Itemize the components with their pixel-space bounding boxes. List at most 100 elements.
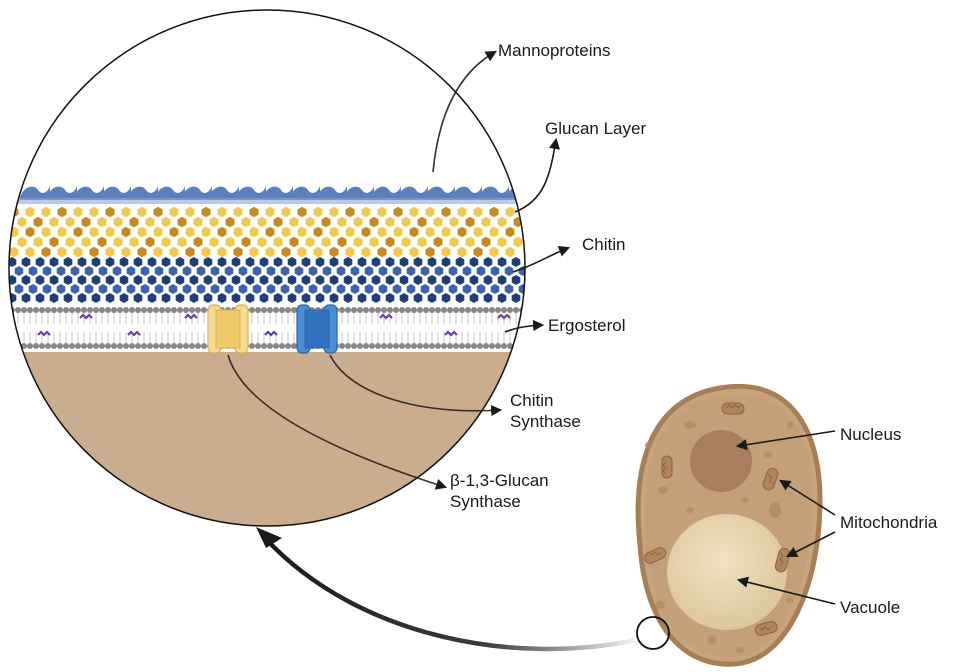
glucan-unit: [433, 216, 443, 228]
glucan-unit: [465, 216, 475, 228]
chitin-unit: [224, 284, 234, 294]
chitin-unit: [210, 266, 220, 276]
chitin-unit: [63, 293, 73, 303]
label-glucan-layer: Glucan Layer: [545, 119, 647, 138]
glucan-unit: [313, 246, 323, 258]
chitin-unit: [49, 293, 59, 303]
chitin-unit: [441, 293, 451, 303]
chitin-unit: [161, 275, 171, 285]
chitin-unit: [217, 275, 227, 285]
chitin-unit: [455, 293, 465, 303]
chitin-unit: [70, 284, 80, 294]
mitochondria-arrow-2: [786, 531, 836, 558]
chitin-unit: [119, 257, 129, 267]
chitin-unit: [462, 266, 472, 276]
chitin-unit: [21, 275, 31, 285]
zoom-connector-arrow: [263, 536, 637, 652]
glucan-unit: [385, 216, 395, 228]
glucan-unit: [449, 236, 459, 248]
glucan-unit: [233, 246, 243, 258]
chitin-unit: [203, 275, 213, 285]
chitin-unit: [329, 275, 339, 285]
chitin-unit: [294, 266, 304, 276]
glucan-unit: [169, 246, 179, 258]
glucan-unit: [393, 206, 403, 218]
chitin-unit: [280, 266, 290, 276]
glucan-unit: [265, 246, 275, 258]
glucan-unit: [17, 236, 27, 248]
chitin-unit: [105, 257, 115, 267]
chitin-unit: [378, 284, 388, 294]
mannoprotein: [236, 186, 266, 200]
glucan-unit: [409, 226, 419, 238]
mannoprotein: [209, 186, 239, 200]
glucan-unit: [225, 216, 235, 228]
chitin-unit: [161, 293, 171, 303]
glucan-unit: [369, 236, 379, 248]
chitin-unit: [14, 284, 24, 294]
chitin-unit: [455, 275, 465, 285]
glucan-unit: [81, 236, 91, 248]
chitin-unit: [56, 284, 66, 294]
chitin-unit: [469, 293, 479, 303]
glucan-unit: [105, 226, 115, 238]
glucan-unit: [49, 216, 59, 228]
chitin-unit: [35, 257, 45, 267]
label-glucan-synthase-line2: Synthase: [450, 492, 521, 511]
chitin-unit: [189, 257, 199, 267]
glucan-unit: [169, 206, 179, 218]
label-nucleus: Nucleus: [840, 425, 902, 444]
chitin-unit: [427, 275, 437, 285]
glucan-unit: [409, 246, 419, 258]
glucan-unit: [353, 236, 363, 248]
glucan-unit: [257, 216, 267, 228]
glucan-unit: [25, 246, 35, 258]
glucan-unit: [89, 246, 99, 258]
chitin-unit: [175, 257, 185, 267]
chitin-unit: [497, 293, 507, 303]
glucan-unit: [369, 216, 379, 228]
mannoprotein: [371, 186, 401, 200]
glucan-unit: [273, 236, 283, 248]
chitin-unit: [399, 275, 409, 285]
glucan-unit: [121, 246, 131, 258]
chitin-unit: [322, 284, 332, 294]
chitin-unit: [91, 293, 101, 303]
chitin-unit: [385, 293, 395, 303]
glucan-unit: [233, 226, 243, 238]
glucan-unit: [489, 206, 499, 218]
glucan-unit: [49, 236, 59, 248]
yeast-cell: [635, 383, 823, 667]
chitin-unit: [154, 266, 164, 276]
glucan-unit: [329, 226, 339, 238]
ergosterol-molecule: [79, 313, 93, 320]
glucan-unit: [81, 216, 91, 228]
glucan-unit: [505, 226, 515, 238]
glucan-unit: [345, 206, 355, 218]
chitin-synthase-arrow: [329, 354, 503, 417]
chitin-unit: [245, 293, 255, 303]
label-vacuole: Vacuole: [840, 598, 901, 617]
chitin-unit: [231, 257, 241, 267]
chitin-unit: [154, 284, 164, 294]
chitin-unit: [28, 266, 38, 276]
glucan-unit: [41, 206, 51, 218]
chitin-unit: [308, 266, 318, 276]
chitin-unit: [210, 284, 220, 294]
chitin-unit: [49, 257, 59, 267]
glucan-unit: [57, 226, 67, 238]
chitin-unit: [189, 293, 199, 303]
glucan-unit: [361, 206, 371, 218]
chitin-unit: [147, 257, 157, 267]
glucan-unit: [185, 206, 195, 218]
glucan-unit: [361, 226, 371, 238]
glucan-unit: [41, 246, 51, 258]
label-ergosterol: Ergosterol: [548, 316, 626, 335]
glucan-unit: [377, 206, 387, 218]
nucleus-arrow: [735, 430, 836, 451]
chitin-unit: [287, 257, 297, 267]
glucan-unit: [65, 216, 75, 228]
chitin-unit: [329, 257, 339, 267]
chitin-unit: [42, 284, 52, 294]
